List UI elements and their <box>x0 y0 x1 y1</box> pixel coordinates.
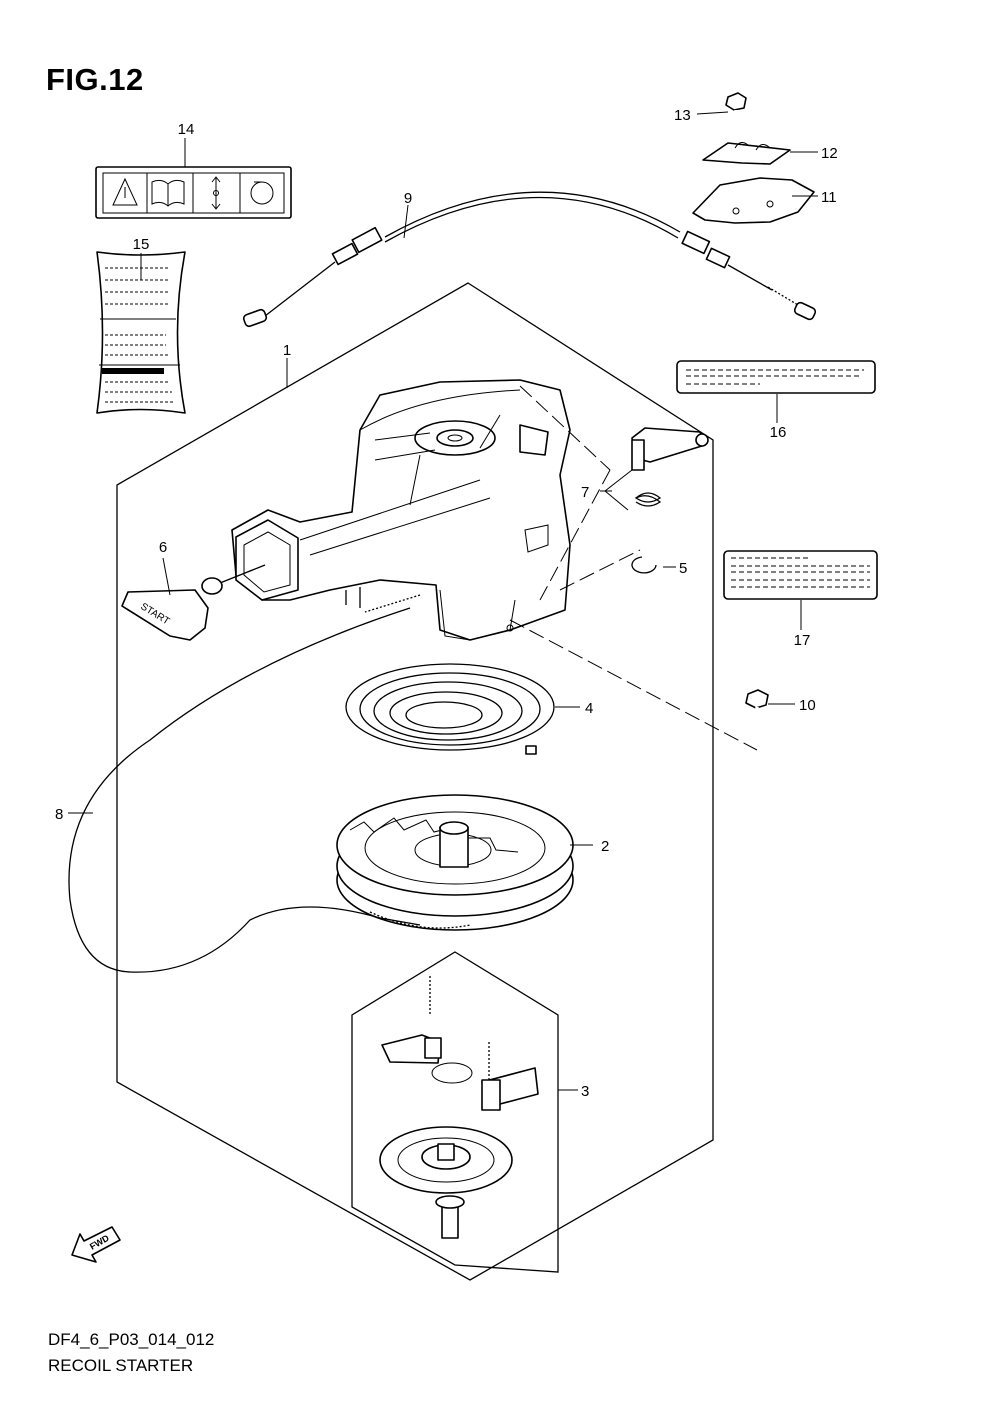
lock-pawl-7 <box>631 427 709 507</box>
callout-numbers: 1 2 3 4 5 6 7 8 9 10 11 12 13 14 15 16 1… <box>55 107 838 1100</box>
pull-arrow-icon <box>211 176 221 210</box>
assembly-boundary <box>116 282 714 1281</box>
callout-5: 5 <box>679 560 687 577</box>
diagram-code: DF4_6_P03_014_012 <box>48 1330 215 1349</box>
forward-direction-arrow-icon: FWD <box>71 1226 121 1263</box>
starter-handle-6: START <box>121 564 266 641</box>
callout-7: 7 <box>581 484 589 501</box>
callout-9: 9 <box>404 190 412 207</box>
label-17 <box>723 550 878 600</box>
callout-leaders <box>68 111 818 1091</box>
callout-12: 12 <box>821 145 838 162</box>
callout-4: 4 <box>585 700 593 717</box>
callout-3: 3 <box>581 1083 589 1100</box>
assembly-guide-lines <box>509 385 758 751</box>
cable-clamp-12 <box>702 142 791 165</box>
warning-triangle-icon <box>112 177 138 206</box>
recoil-starter-housing <box>231 379 571 641</box>
bracket-plate-11 <box>692 177 815 224</box>
recoil-spring-4 <box>345 663 555 755</box>
callout-8: 8 <box>55 806 63 823</box>
callout-17: 17 <box>794 632 811 649</box>
bolt-10 <box>745 689 769 735</box>
callout-14: 14 <box>178 121 195 138</box>
callout-2: 2 <box>601 838 609 855</box>
starter-rope-8 <box>68 594 421 973</box>
callout-13: 13 <box>674 107 691 124</box>
instruction-label-15 <box>96 251 186 414</box>
callout-1: 1 <box>283 342 291 359</box>
warning-label-14 <box>95 166 292 219</box>
bolt-13 <box>725 92 747 128</box>
callout-15: 15 <box>133 236 150 253</box>
figure-title: FIG.12 <box>46 62 144 97</box>
rotation-icon <box>250 181 274 205</box>
pawl-subassembly-boundary <box>351 951 559 1273</box>
callout-6: 6 <box>159 539 167 556</box>
rope-reel-2 <box>336 794 574 931</box>
callout-11: 11 <box>821 189 837 206</box>
starter-lockout-cable-9 <box>242 191 817 328</box>
manual-book-icon <box>151 179 185 207</box>
e-clip-5 <box>631 556 657 574</box>
callout-10: 10 <box>799 697 816 714</box>
ratchet-pawl-3 <box>379 974 539 1239</box>
label-16 <box>676 360 876 394</box>
callout-16: 16 <box>770 424 787 441</box>
diagram-name: RECOIL STARTER <box>48 1356 194 1375</box>
